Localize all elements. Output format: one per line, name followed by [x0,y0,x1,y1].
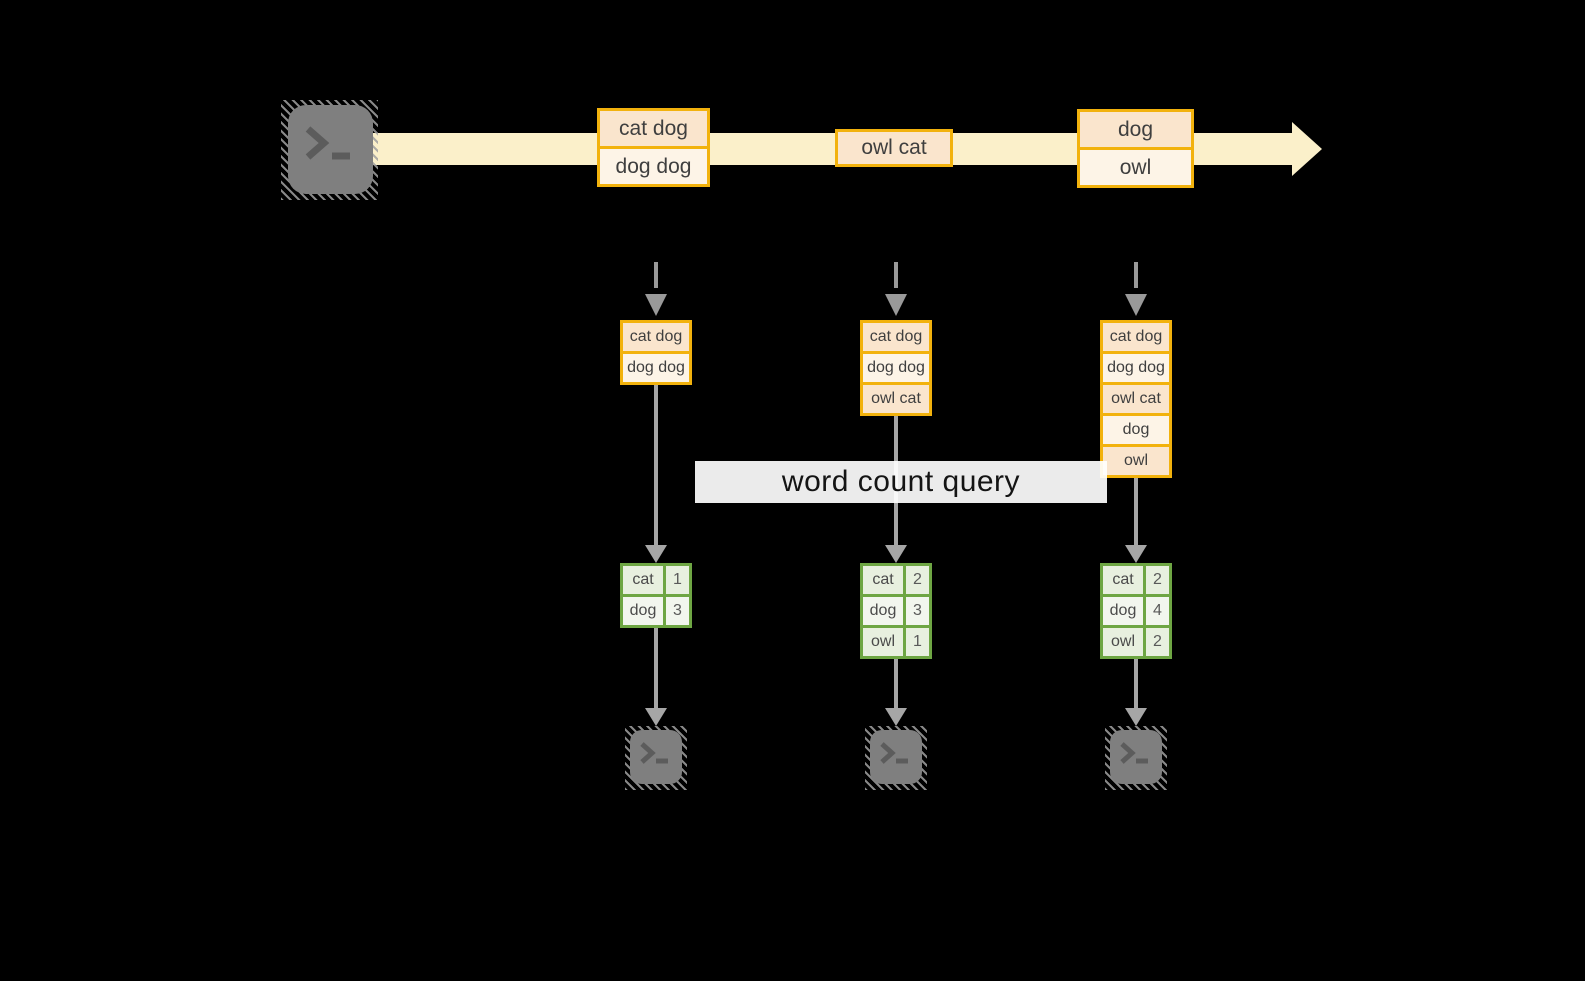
state-box-3: cat dog dog dog owl cat dog owl [1100,320,1172,478]
count-word: dog [623,597,663,625]
state-line: cat dog [623,323,689,351]
terminal-prompt-glyph [640,742,668,764]
count-value: 3 [666,597,689,625]
terminal-icon [630,730,682,784]
count-table-2: cat 2 dog 3 owl 1 [860,563,932,659]
arrow-head-icon [1125,708,1147,726]
event-line: dog [1080,112,1191,147]
arrow-head-icon [885,708,907,726]
stream-event-box-1: cat dog dog dog [597,108,710,187]
terminal-prompt-glyph [1120,742,1148,764]
event-line: owl [1080,150,1191,185]
arrow-head-icon [885,545,907,563]
count-row: cat 2 [1103,566,1169,594]
dashed-arrow-line [654,262,658,288]
count-row: owl 1 [863,628,929,656]
terminal-prompt-glyph [880,742,908,764]
state-line: dog dog [863,354,929,382]
count-table-1: cat 1 dog 3 [620,563,692,628]
count-word: dog [1103,597,1143,625]
count-row: dog 3 [623,597,689,625]
state-line: owl cat [863,385,929,413]
arrow-line [654,385,658,545]
count-row: cat 1 [623,566,689,594]
state-line: owl [1103,447,1169,475]
state-box-1: cat dog dog dog [620,320,692,385]
count-value: 2 [1146,566,1169,594]
count-value: 4 [1146,597,1169,625]
count-row: dog 3 [863,597,929,625]
count-word: cat [1103,566,1143,594]
count-word: owl [863,628,903,656]
terminal-icon [288,105,373,194]
count-value: 1 [906,628,929,656]
arrow-head-icon [645,708,667,726]
arrow-line [654,628,658,708]
count-row: dog 4 [1103,597,1169,625]
arrow-line [1134,659,1138,708]
event-line: owl cat [838,132,950,164]
dashed-arrow-head-icon [1125,294,1147,316]
state-line: cat dog [1103,323,1169,351]
count-row: cat 2 [863,566,929,594]
count-row: owl 2 [1103,628,1169,656]
count-value: 1 [666,566,689,594]
query-label: word count query [695,461,1107,503]
state-line: dog [1103,416,1169,444]
count-table-3: cat 2 dog 4 owl 2 [1100,563,1172,659]
state-line: dog dog [623,354,689,382]
count-word: owl [1103,628,1143,656]
count-value: 2 [906,566,929,594]
event-line: cat dog [600,111,707,146]
count-word: dog [863,597,903,625]
dashed-arrow-line [1134,262,1138,288]
terminal-prompt-glyph [305,126,350,160]
dashed-arrow-head-icon [885,294,907,316]
arrow-line [894,659,898,708]
stream-event-box-2: owl cat [835,129,953,167]
arrow-head-icon [645,545,667,563]
state-line: cat dog [863,323,929,351]
state-line: dog dog [1103,354,1169,382]
count-word: cat [623,566,663,594]
count-word: cat [863,566,903,594]
stream-event-box-3: dog owl [1077,109,1194,188]
state-line: owl cat [1103,385,1169,413]
dashed-arrow-head-icon [645,294,667,316]
dashed-arrow-line [894,262,898,288]
event-line: dog dog [600,149,707,184]
arrow-head-icon [1125,545,1147,563]
count-value: 3 [906,597,929,625]
terminal-icon [870,730,922,784]
count-value: 2 [1146,628,1169,656]
stream-arrowhead-icon [1292,122,1322,176]
arrow-line [1134,478,1138,545]
terminal-icon [1110,730,1162,784]
state-box-2: cat dog dog dog owl cat [860,320,932,416]
